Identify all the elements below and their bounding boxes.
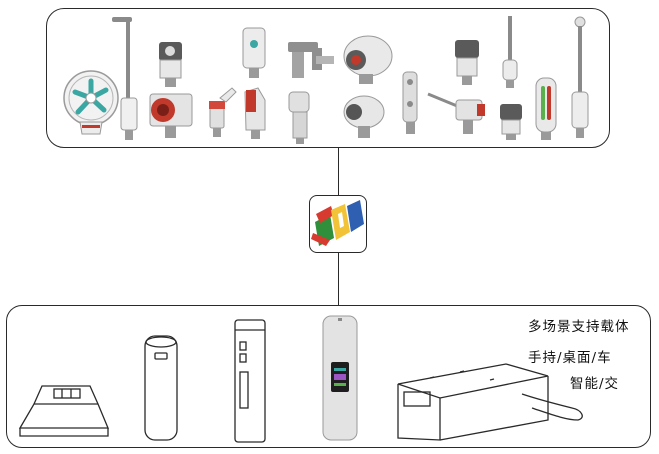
module-icon — [455, 40, 479, 85]
tall-power-bank-icon — [234, 319, 266, 443]
box-case-icon — [397, 363, 583, 441]
caption-line2: 智能/交 — [570, 376, 620, 392]
camera-module-icon — [159, 42, 182, 87]
teal-battery-icon — [535, 77, 557, 140]
display-power-bank-icon — [322, 315, 358, 441]
gimbal-icon — [288, 42, 334, 144]
caption-line1: 手持/桌面/车 — [528, 350, 612, 366]
desk-base-icon — [18, 385, 109, 437]
camera-bullet-icon — [343, 95, 385, 138]
articulated-arm-icon — [402, 71, 418, 134]
logo-icon — [311, 200, 364, 246]
connector-bottom — [338, 253, 340, 305]
small-module-icon — [500, 104, 522, 140]
connector-top — [338, 148, 340, 195]
red-camera-icon — [149, 93, 193, 138]
antenna-icon — [502, 16, 518, 88]
ball-antenna-icon — [571, 16, 589, 138]
cylinder-power-bank-icon — [144, 335, 178, 441]
usb-stick-icon — [112, 17, 138, 140]
speaker-camera-icon — [343, 35, 393, 84]
red-bracket-icon — [244, 87, 266, 139]
caption-title: 多场景支持载体 — [528, 319, 630, 335]
teal-module-icon — [242, 27, 266, 78]
red-clip-icon — [209, 87, 237, 137]
red-arm-icon — [427, 92, 485, 134]
desk-fan-icon — [63, 70, 119, 135]
